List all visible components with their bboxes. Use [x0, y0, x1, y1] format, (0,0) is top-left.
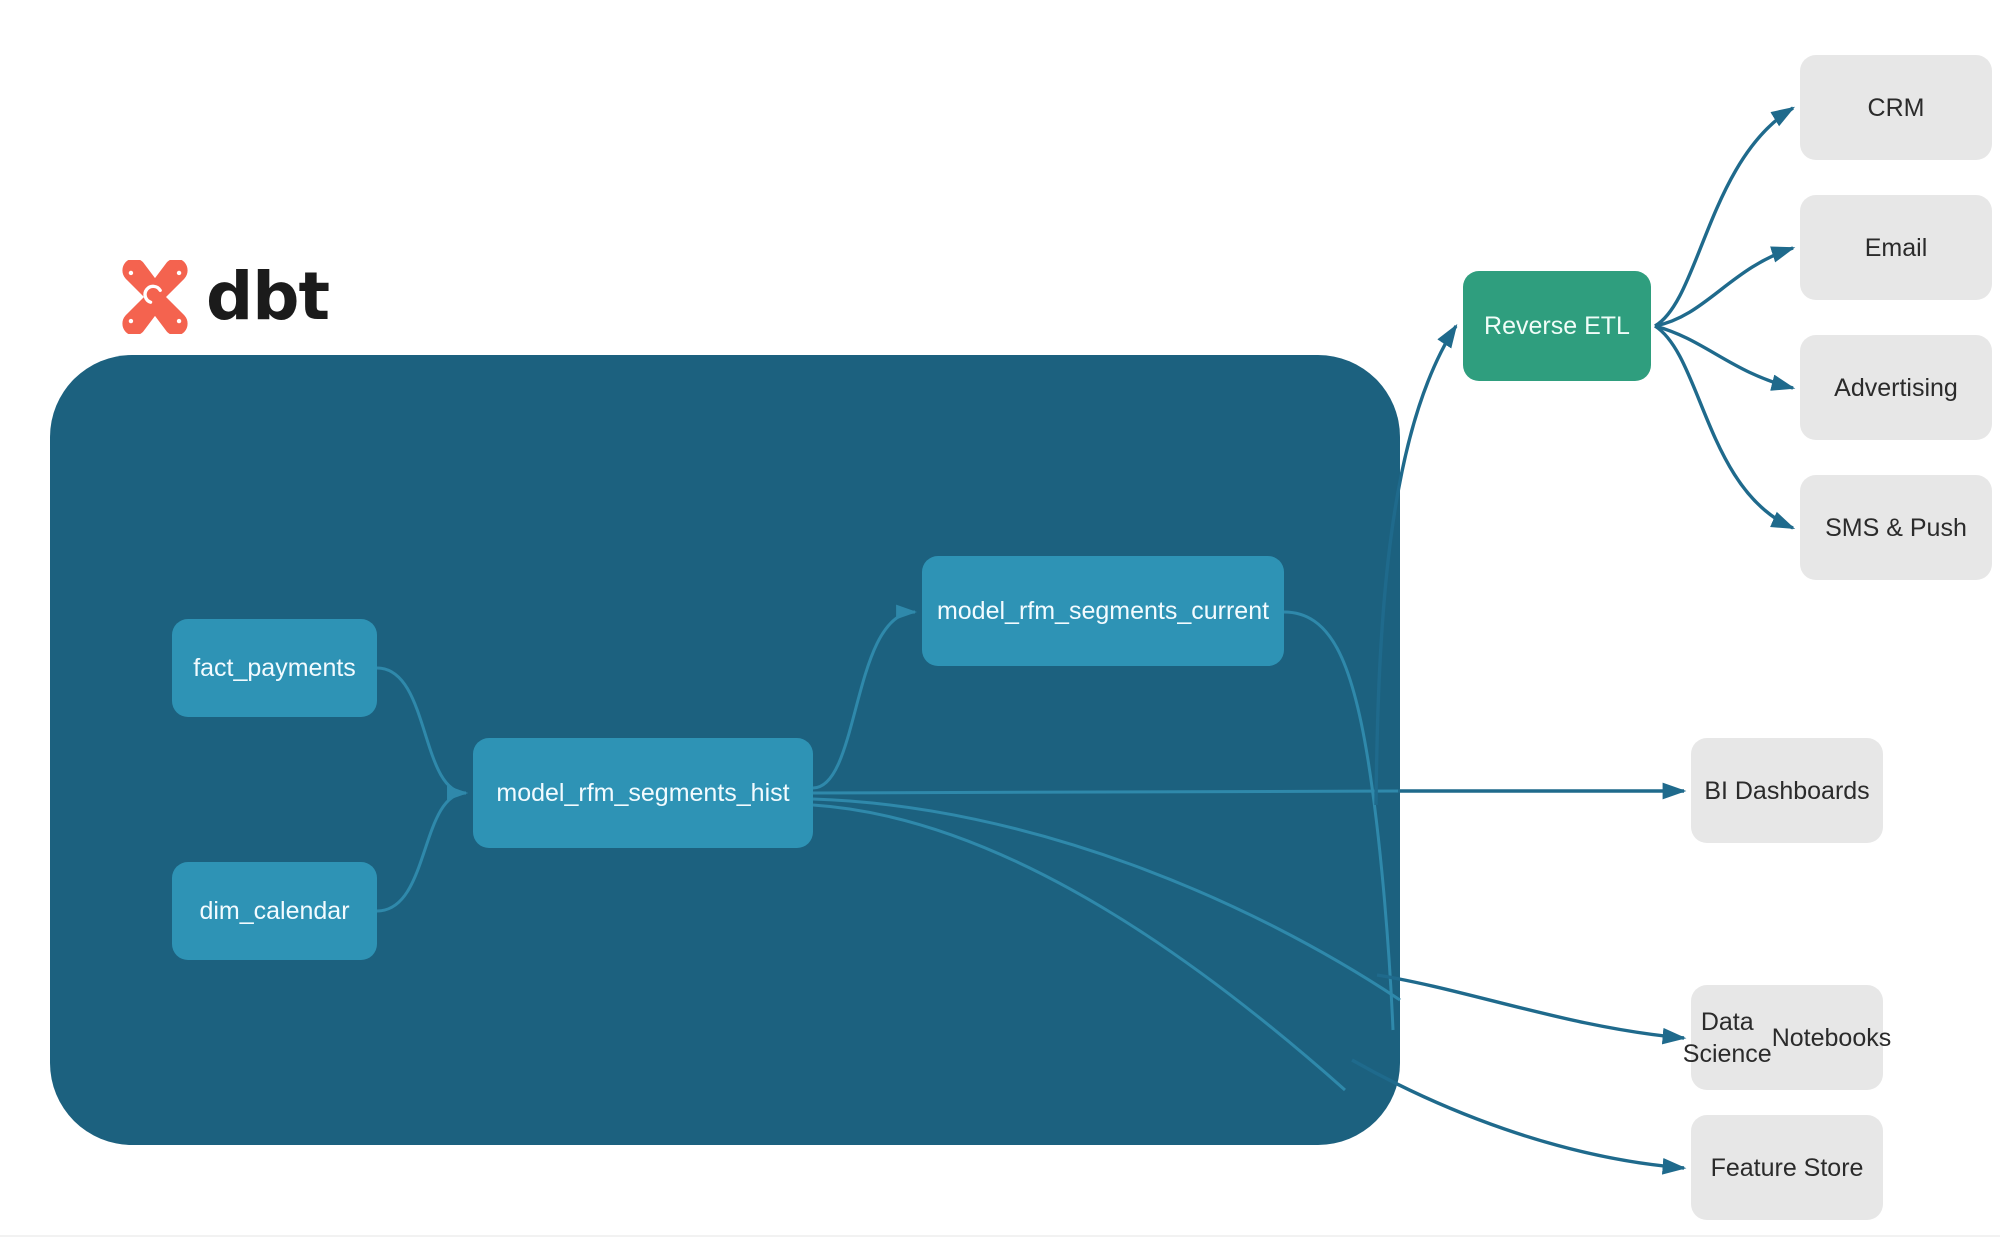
edge-reverse-etl-to-sms-push — [1654, 324, 1796, 530]
consumer-node-data-science-notebooks[interactable]: Data Science Notebooks — [1683, 985, 1891, 1090]
edge-to-feature-store — [1351, 1058, 1687, 1175]
consumer-label-line-2: Notebooks — [1771, 1023, 1892, 1052]
edge-to-ds-notebooks — [1376, 973, 1687, 1045]
consumer-label-line-1: Data Science — [1682, 1007, 1772, 1068]
consumer-node-feature-store[interactable]: Feature Store — [1691, 1115, 1883, 1220]
model-node-dim-calendar[interactable]: dim_calendar — [172, 862, 377, 960]
channel-node-email[interactable]: Email — [1800, 195, 1992, 300]
dbt-logo-icon — [122, 260, 188, 334]
edge-reverse-etl-to-crm — [1654, 106, 1796, 328]
model-node-model-rfm-segments-hist[interactable]: model_rfm_segments_hist — [473, 738, 813, 848]
dbt-logo: dbt — [118, 258, 338, 336]
model-node-fact-payments[interactable]: fact_payments — [172, 619, 377, 717]
edge-reverse-etl-to-advertising — [1654, 324, 1796, 391]
channel-node-crm[interactable]: CRM — [1800, 55, 1992, 160]
channel-node-advertising[interactable]: Advertising — [1800, 335, 1992, 440]
consumer-node-bi-dashboards[interactable]: BI Dashboards — [1691, 738, 1883, 843]
page-bottom-rule — [0, 1235, 2000, 1237]
dbt-wordmark: dbt — [206, 258, 330, 335]
model-node-model-rfm-segments-current[interactable]: model_rfm_segments_current — [922, 556, 1284, 666]
edge-reverse-etl-to-email — [1654, 246, 1796, 328]
reverse-etl-node[interactable]: Reverse ETL — [1463, 271, 1651, 381]
channel-node-sms-push[interactable]: SMS & Push — [1800, 475, 1992, 580]
